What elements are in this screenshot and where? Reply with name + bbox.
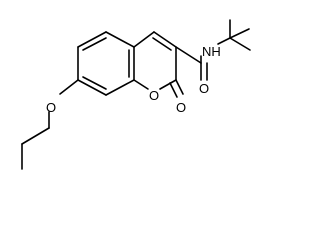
bond-c2-o-double-b	[169, 82, 178, 98]
bond-c7-o-ether	[59, 79, 79, 95]
bond-ring-6	[77, 79, 107, 96]
bond-c4-c4a	[133, 31, 155, 48]
lactone-carbonyl	[169, 79, 184, 98]
bond-ring-4	[77, 31, 107, 48]
benzene-ring	[77, 31, 135, 96]
atom-label-lactone-oxygen: O	[176, 100, 186, 115]
bond-tbu-methyl-3	[229, 28, 250, 39]
molecule-structure: NH O O O O	[21, 19, 251, 170]
bond-tbu-methyl-2	[229, 37, 251, 51]
atom-label-ether-oxygen: O	[46, 100, 56, 115]
bond-o1-c2	[159, 79, 177, 90]
amide-group	[175, 46, 208, 81]
bond-c3-amide-c	[175, 46, 202, 64]
bond-c2-o-double-a	[175, 79, 184, 95]
atom-label-amine: NH	[202, 44, 221, 59]
bond-ring-3	[105, 31, 135, 48]
bond-ring-double-1	[82, 76, 107, 90]
bond-c3-c4-double	[152, 37, 172, 51]
bond-c8a-o1	[133, 79, 149, 90]
bond-ch2-ch2	[21, 127, 50, 145]
bond-ring-1	[105, 79, 135, 96]
atom-labels: NH O O O O	[46, 44, 221, 115]
atom-label-amide-oxygen: O	[199, 81, 209, 96]
atom-label-ring-oxygen: O	[149, 88, 159, 103]
tert-butyl-group	[217, 19, 251, 51]
bond-c3-c4	[153, 31, 177, 48]
pyranone-ring	[133, 31, 177, 90]
propoxy-chain	[21, 79, 79, 170]
bond-ring-double-2	[82, 37, 107, 51]
bond-n-tbu	[217, 37, 231, 45]
